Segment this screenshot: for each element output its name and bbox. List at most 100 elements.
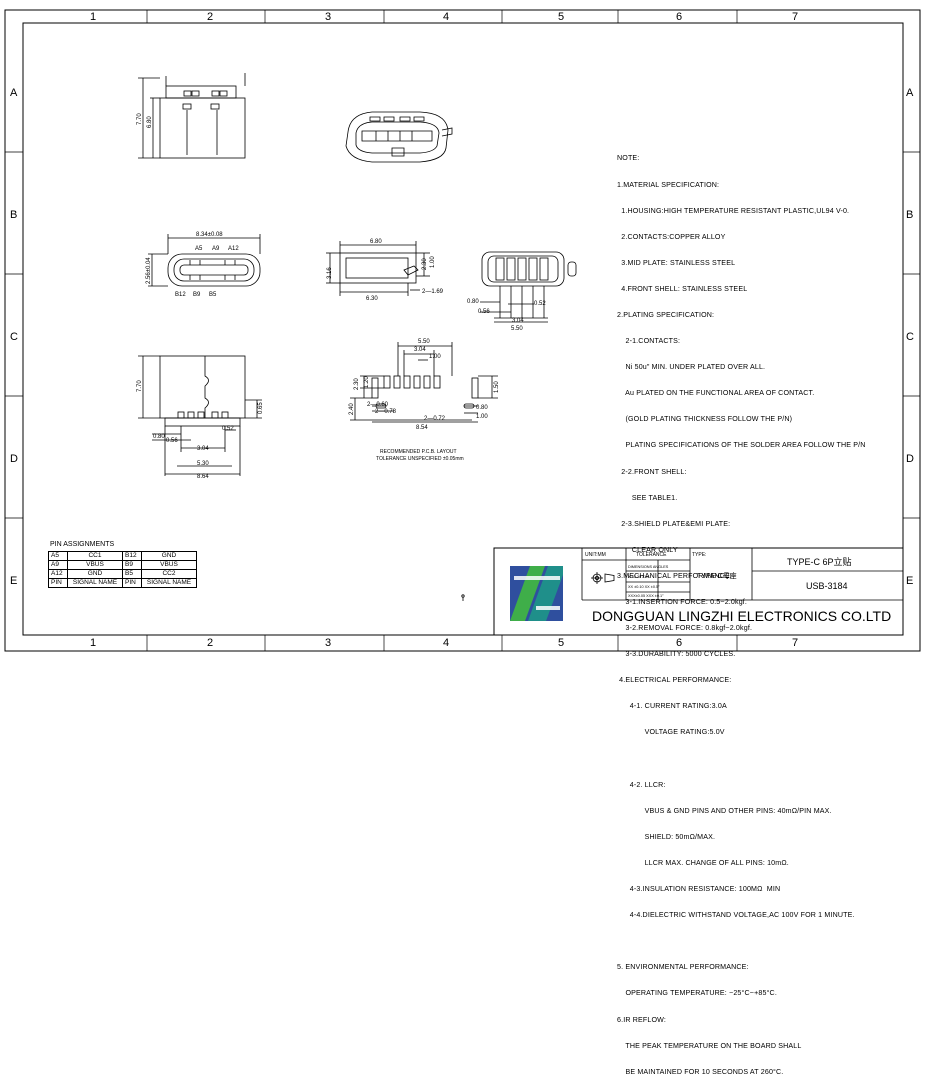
col-label: 4	[443, 11, 449, 23]
tolerance-label: TOLERANCE	[636, 552, 667, 558]
note-line: 2-2.FRONT SHELL:	[617, 467, 687, 476]
table-cell: GND	[67, 569, 123, 579]
dim-label: 0.80	[153, 434, 165, 440]
frame-inner	[22, 22, 904, 636]
table-cell: CC2	[141, 569, 197, 579]
dim-label: 2—0.60	[367, 402, 389, 408]
dim-label: 0.80	[467, 299, 479, 305]
note-line: SHIELD: 50mΩ/MAX.	[617, 832, 716, 841]
front-view	[148, 234, 261, 287]
dim-label: B9	[193, 292, 201, 298]
note-line: 4-2. LLCR:	[617, 780, 666, 789]
dim-label: 2.40	[349, 403, 355, 415]
dim-label: 3.16	[327, 267, 333, 279]
col-label: 7	[792, 637, 798, 649]
note-line: OPERATING TEMPERATURE: −25°C~+85°C.	[617, 989, 777, 998]
dim-label: 6.30	[366, 296, 378, 302]
dim-label: 8.64	[197, 474, 209, 480]
note-line: CLEAR ONLY	[617, 545, 678, 554]
dim-label: 5.50	[511, 326, 523, 332]
dim-label: A9	[212, 246, 220, 252]
table-cell: SIGNAL NAME	[141, 578, 197, 588]
dim-label: 0.80	[476, 405, 488, 411]
end-view	[480, 251, 577, 323]
small-mark	[461, 594, 465, 601]
pcb-caption: TOLERANCE UNSPECIFIED ±0.05mm	[376, 456, 464, 462]
top-view	[138, 73, 246, 159]
dim-label: 1.00	[429, 354, 441, 360]
dim-label: 3.04	[512, 318, 524, 324]
row-label: B	[906, 209, 913, 221]
col-label: 2	[207, 637, 213, 649]
dim-label: 2.56±0.04	[146, 257, 152, 284]
row-label: C	[10, 331, 18, 343]
tol-row: XXX±0.05 XXX ±0.1°	[628, 594, 664, 598]
dim-label: 1.00	[476, 414, 488, 420]
pin-assignments-table: A5 CC1 B12 GND A9 VBUS B9 VBUS A12 GND B…	[48, 551, 197, 588]
table-cell: B5	[122, 569, 142, 579]
note-line: BE MAINTAINED FOR 10 SECONDS AT 260°C.	[617, 1067, 784, 1076]
row-label: A	[10, 87, 18, 99]
note-line: 3-2.REMOVAL FORCE: 0.8kgf~2.0kgf.	[617, 624, 753, 633]
note-line: 4-1. CURRENT RATING:3.0A	[617, 702, 727, 711]
col-label: 1	[90, 11, 96, 23]
row-label: D	[10, 453, 18, 465]
note-line: 2.CONTACTS:COPPER ALLOY	[617, 232, 726, 241]
table-row: A12 GND B5 CC2	[48, 569, 197, 579]
dim-label: 1.50	[494, 381, 500, 393]
row-label: E	[10, 575, 17, 587]
table-cell: SIGNAL NAME	[67, 578, 123, 588]
note-line: VOLTAGE RATING:5.0V	[617, 728, 725, 737]
dim-label: 2.30	[354, 378, 360, 390]
dim-label: 6.80	[147, 116, 153, 128]
note-line: 3-3.DURABILITY: 5000 CYCLES.	[617, 650, 736, 659]
dim-label: A5	[195, 246, 203, 252]
note-line: 2-3.SHIELD PLATE&EMI PLATE:	[617, 519, 731, 528]
side-view	[326, 241, 430, 296]
dim-label: 2—1.69	[422, 289, 444, 295]
dim-label: 5.30	[197, 461, 209, 467]
dim-label: 7.70	[137, 113, 143, 125]
dim-label: 0.52	[222, 426, 234, 432]
row-label: C	[906, 331, 914, 343]
table-cell: CC1	[67, 551, 123, 561]
note-line: PLATING SPECIFICATIONS OF THE SOLDER ARE…	[617, 441, 866, 450]
part-number: USB-3184	[806, 581, 848, 591]
note-line: Au PLATED ON THE FUNCTIONAL AREA OF CONT…	[617, 389, 815, 398]
note-line: 3-1.INSERTION FORCE: 0.5~2.0kgf.	[617, 598, 748, 606]
tol-row: XX ±0.10 XX ±0.5°	[628, 585, 660, 589]
note-line: 1.MATERIAL SPECIFICATION:	[617, 180, 720, 189]
table-cell: A9	[48, 560, 68, 570]
dim-label: 3.04	[197, 446, 209, 452]
table-cell: B9	[122, 560, 142, 570]
note-line: 4-3.INSULATION RESISTANCE: 100MΩ MIN	[617, 885, 781, 894]
dim-label: 2—0.78	[375, 409, 397, 415]
drawing-title: TYPE-C 6P立贴	[787, 556, 852, 567]
unit-label: UNIT:MM	[585, 552, 606, 558]
col-label: 2	[207, 11, 213, 23]
note-line: Ni 50u" MIN. UNDER PLATED OVER ALL.	[617, 363, 766, 372]
dim-label: B12	[175, 292, 186, 298]
column-ticks	[5, 10, 920, 651]
tol-row: DIMENSIONS ANGLES	[628, 565, 669, 569]
dim-label: 2—0.72	[424, 416, 446, 422]
dim-label: 7.70	[137, 380, 143, 392]
col-label: 6	[676, 637, 682, 649]
row-label: A	[906, 87, 914, 99]
note-line: 2.PLATING SPECIFICATION:	[617, 310, 715, 319]
title-block	[493, 547, 904, 636]
table-row: A9 VBUS B9 VBUS	[48, 560, 197, 570]
type-value: TYPE-C母座	[697, 571, 737, 580]
notes-block: NOTE: 1.MATERIAL SPECIFICATION: 1.HOUSIN…	[617, 137, 917, 1085]
dim-label: 0.65	[258, 402, 264, 414]
col-label: 1	[90, 637, 96, 649]
table-cell: GND	[141, 551, 197, 561]
iso-view	[345, 111, 453, 163]
pcb-caption: RECOMMENDED P.C.B. LAYOUT	[380, 449, 457, 455]
note-line: 6.IR REFLOW:	[617, 1015, 666, 1024]
note-line: 2-1.CONTACTS:	[617, 337, 681, 346]
dim-label: 0.56	[478, 309, 490, 315]
dim-label: 2.30	[422, 258, 428, 270]
col-label: 5	[558, 11, 564, 23]
dim-label: 8.34±0.08	[196, 232, 223, 238]
